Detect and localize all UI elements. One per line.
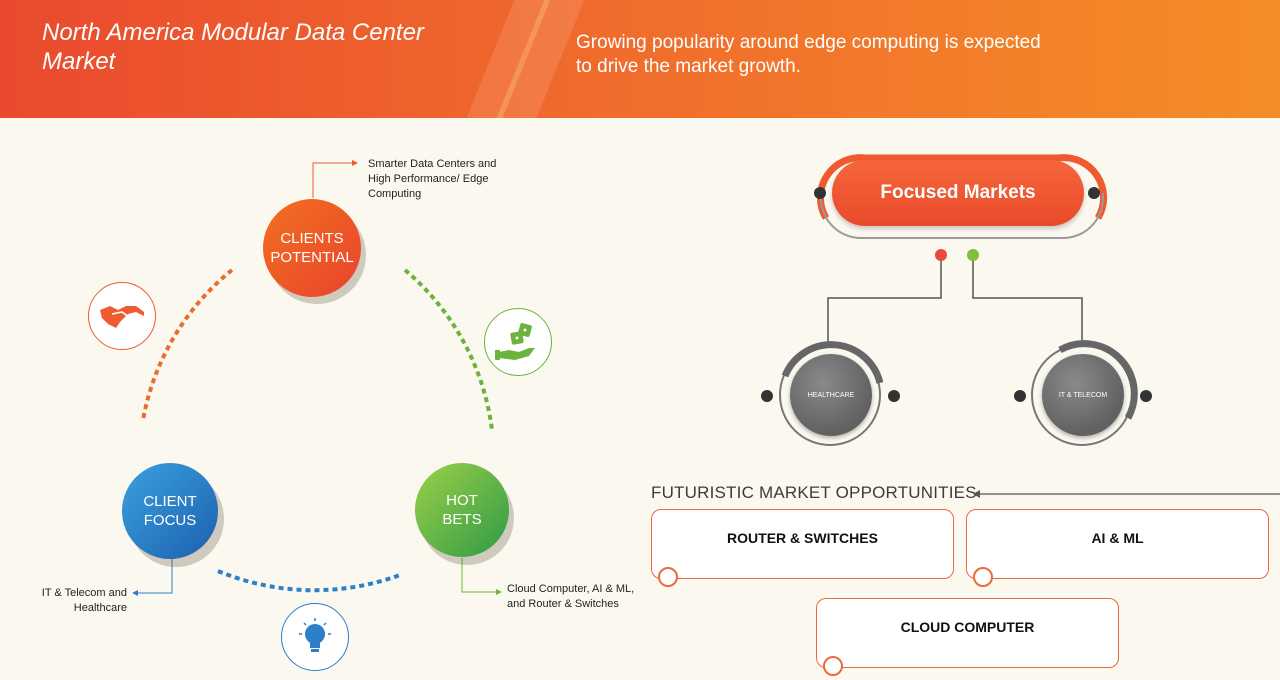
it-telecom-connector bbox=[972, 261, 1083, 346]
client-focus-label-1: CLIENT bbox=[143, 493, 197, 510]
healthcare-connector bbox=[827, 261, 942, 346]
it-telecom-right-dot bbox=[1140, 390, 1152, 402]
it-telecom-arc bbox=[1058, 340, 1138, 420]
knob-icon bbox=[658, 567, 678, 587]
arrowhead-icon bbox=[352, 160, 358, 166]
opportunity-label: CLOUD COMPUTER bbox=[900, 619, 1035, 635]
opportunity-label: ROUTER & SWITCHES bbox=[727, 530, 878, 546]
pill-left-dot bbox=[814, 187, 826, 199]
hot-bets-label-1: HOT bbox=[446, 492, 478, 509]
opportunity-label: AI & ML bbox=[1091, 530, 1144, 546]
it-telecom-left-dot bbox=[1014, 390, 1026, 402]
hot-bets-connector bbox=[461, 558, 496, 593]
hot-bets-ball: HOT BETS bbox=[415, 463, 509, 557]
header-banner: North America Modular Data Center Market… bbox=[0, 0, 1280, 118]
clients-potential-note: Smarter Data Centers and High Performanc… bbox=[368, 158, 497, 200]
handshake-icon bbox=[100, 306, 144, 329]
arrowhead-icon bbox=[496, 589, 502, 595]
green-dashed-arc bbox=[403, 268, 494, 431]
page-title: North America Modular Data Center Market bbox=[42, 19, 424, 75]
clients-potential-connector bbox=[312, 162, 352, 198]
focused-markets-connectors bbox=[761, 154, 1152, 446]
clients-potential-label-2: POTENTIAL bbox=[270, 249, 354, 266]
pill-bracket bbox=[820, 193, 1104, 239]
lightbulb-icon bbox=[299, 618, 331, 652]
knob-icon bbox=[973, 567, 993, 587]
header-subtitle: Growing popularity around edge computing… bbox=[576, 32, 1041, 77]
cycle-connectors bbox=[132, 160, 502, 596]
opportunities-title: FUTURISTIC MARKET OPPORTUNITIES bbox=[651, 483, 977, 502]
orange-dashed-arc bbox=[141, 268, 234, 421]
focused-markets-pill: Focused Markets bbox=[832, 160, 1084, 226]
client-focus-note: IT & Telecom and Healthcare bbox=[41, 587, 127, 614]
arrowhead-icon bbox=[132, 590, 138, 596]
pill-right-dot bbox=[1088, 187, 1100, 199]
healthcare-ball: HEALTHCARE bbox=[790, 354, 872, 436]
handshake-icon-ring bbox=[88, 282, 156, 350]
clients-potential-ball: CLIENTS POTENTIAL bbox=[263, 199, 361, 297]
client-focus-connector bbox=[138, 558, 173, 594]
client-focus-ball: CLIENT FOCUS bbox=[122, 463, 218, 559]
opportunity-cloud-computer: CLOUD COMPUTER bbox=[816, 598, 1119, 668]
arrow-left-icon bbox=[973, 490, 980, 498]
red-dot bbox=[935, 249, 947, 261]
lightbulb-icon-ring bbox=[281, 603, 349, 671]
hot-bets-note: Cloud Computer, AI & ML, and Router & Sw… bbox=[507, 583, 635, 610]
healthcare-left-dot bbox=[761, 390, 773, 402]
opportunities-arrow bbox=[973, 490, 1280, 498]
it-telecom-ball: IT & TELECOM bbox=[1042, 354, 1124, 436]
dice-in-hand-icon bbox=[495, 323, 535, 360]
opportunity-router-switches: ROUTER & SWITCHES bbox=[651, 509, 954, 579]
blue-dashed-arc bbox=[217, 569, 401, 593]
knob-icon bbox=[823, 656, 843, 676]
hot-bets-label-2: BETS bbox=[442, 511, 482, 528]
client-focus-label-2: FOCUS bbox=[143, 512, 197, 529]
opportunity-ai-ml: AI & ML bbox=[966, 509, 1269, 579]
clients-potential-label-1: CLIENTS bbox=[280, 230, 344, 247]
dice-icon-ring bbox=[484, 308, 552, 376]
healthcare-right-dot bbox=[888, 390, 900, 402]
healthcare-arc bbox=[781, 341, 884, 384]
green-dot bbox=[967, 249, 979, 261]
